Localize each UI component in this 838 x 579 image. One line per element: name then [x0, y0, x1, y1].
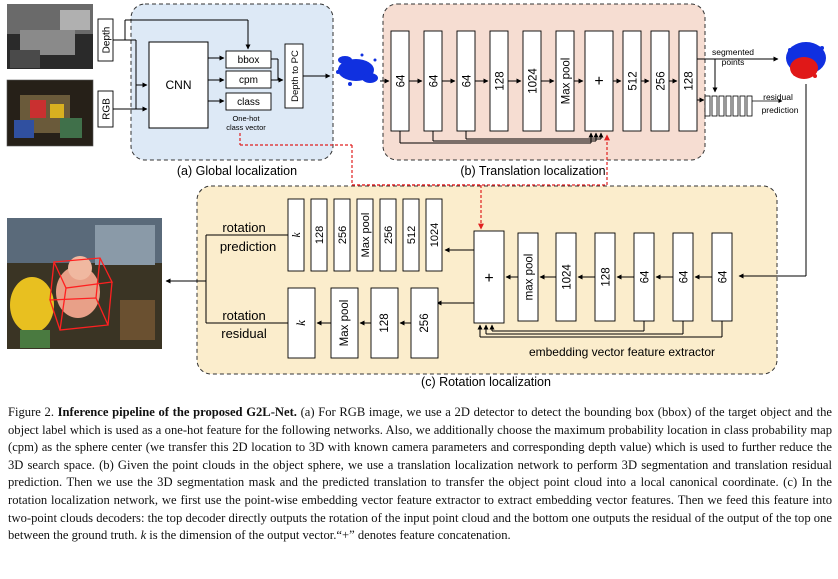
segmented-label-2: points [722, 57, 745, 67]
residual-label-1: residual [763, 92, 793, 102]
top-dec-layer [402, 198, 420, 272]
rot-ext-layer-text: 64 [718, 270, 730, 283]
top-dec-layer [356, 198, 374, 272]
cnn-label: CNN [166, 78, 192, 92]
translation-arrows [380, 56, 779, 144]
translation-concat-box [584, 30, 614, 132]
bot-dec-layer-text: 128 [379, 313, 391, 332]
bot-dec-layer [287, 287, 316, 359]
top-dec-layer [333, 198, 351, 272]
top-dec-layer [310, 198, 328, 272]
onehot-note-line1: One-hot [232, 114, 260, 123]
rotation-bottom-decoder: k Max pool 128 256 [287, 287, 439, 359]
cnn-box [148, 41, 209, 129]
rgb-image [6, 79, 94, 147]
depth-input-label: Depth [102, 27, 113, 54]
rotation-extractor-arrows [436, 247, 723, 338]
rotation-decoder-arrows [165, 234, 411, 326]
rotation-extractor: max pool 1024 128 64 64 64 [517, 232, 733, 322]
rgb-input-label: RGB [102, 98, 113, 120]
top-dec-layer-text: 256 [337, 226, 349, 244]
rot-ext-layer-text: max pool [524, 254, 536, 301]
rotation-residual-label-1: rotation [222, 308, 265, 323]
cpm-label: cpm [239, 75, 258, 86]
top-dec-layer-text: 128 [314, 226, 326, 244]
extractor-label: embedding vector feature extractor [529, 345, 715, 359]
caption-body: (a) For RGB image, we use a 2D detector … [8, 405, 832, 543]
top-dec-layer [425, 198, 443, 272]
bot-dec-layer-text: Max pool [339, 300, 351, 347]
bot-dec-layer [330, 287, 359, 359]
rot-ext-layer-text: 64 [640, 270, 652, 283]
caption-tail: is the dimension of the output vector.“+… [146, 528, 511, 543]
trans-enc-layer-text: 128 [495, 71, 507, 90]
trans-enc-layer-text: Max pool [561, 58, 573, 105]
caption-title: Inference pipeline of the proposed G2L-N… [57, 405, 297, 419]
panel-a-label: (a) Global localization [177, 164, 297, 178]
trans-enc-layer-text: 64 [396, 74, 408, 87]
bot-dec-layer-text: k [293, 320, 308, 326]
depth-to-pc-label: Depth to PC [290, 50, 301, 102]
rotation-top-decoder: k 128 256 Max pool 256 512 1024 [287, 198, 443, 272]
top-dec-layer [379, 198, 397, 272]
panel-b-label: (b) Translation localization [460, 164, 605, 178]
rotation-prediction-label-1: rotation [222, 220, 265, 235]
bot-dec-layer-text: 256 [419, 313, 431, 332]
bbox-label: bbox [238, 55, 260, 66]
segmented-point-cloud [786, 42, 826, 79]
caption-fig-number: Figure 2. [8, 405, 54, 419]
top-dec-layer-text: 256 [383, 226, 395, 244]
rotation-prediction-label-2: prediction [220, 239, 276, 254]
rot-ext-layer-text: 64 [679, 270, 691, 283]
top-dec-layer-text: Max pool [360, 213, 372, 258]
onehot-note-line2: class vector [226, 123, 266, 132]
bot-dec-layer [370, 287, 399, 359]
rotation-concat-symbol: + [484, 270, 493, 287]
trans-enc-layer-text: 64 [462, 74, 474, 87]
trans-dec-layer-text: 512 [628, 71, 640, 90]
translation-decoder: 512 256 128 [622, 30, 698, 132]
rotation-residual-label-2: residual [221, 326, 267, 341]
segmented-label-1: segmented [712, 47, 754, 57]
class-box [225, 92, 272, 111]
input-point-cloud [336, 53, 378, 86]
onehot-connector [239, 133, 610, 230]
depth-image [7, 4, 93, 69]
panel-a-arrows [113, 19, 331, 112]
panel-c-label: (c) Rotation localization [421, 375, 551, 389]
trans-dec-layer-text: 128 [684, 71, 696, 90]
rotation-concat-box [473, 230, 505, 324]
trans-dec-layer [678, 30, 698, 132]
rot-ext-layer-text: 128 [601, 267, 613, 286]
trans-enc-layer-text: 64 [429, 74, 441, 87]
caption-k-symbol: k [140, 528, 147, 543]
translation-concat-symbol: + [594, 73, 603, 90]
rot-ext-layer-text: 1024 [562, 264, 574, 290]
trans-to-rot-connector [738, 84, 807, 279]
top-dec-layer-text: k [291, 232, 303, 238]
residual-label-2: prediction [762, 105, 799, 115]
trans-dec-layer-text: 256 [656, 71, 668, 90]
bot-dec-layer [410, 287, 439, 359]
residual-mini-network [704, 95, 783, 117]
top-dec-layer-text: 512 [406, 226, 418, 244]
pipeline-figure: Depth RGB CNN bbox cpm class One-hot cla… [6, 3, 826, 389]
figure-caption: Figure 2. Inference pipeline of the prop… [8, 404, 832, 545]
top-dec-layer-text: 1024 [429, 223, 441, 247]
trans-enc-layer-text: 1024 [528, 68, 540, 94]
result-image [7, 218, 162, 349]
class-label: class [237, 97, 260, 108]
